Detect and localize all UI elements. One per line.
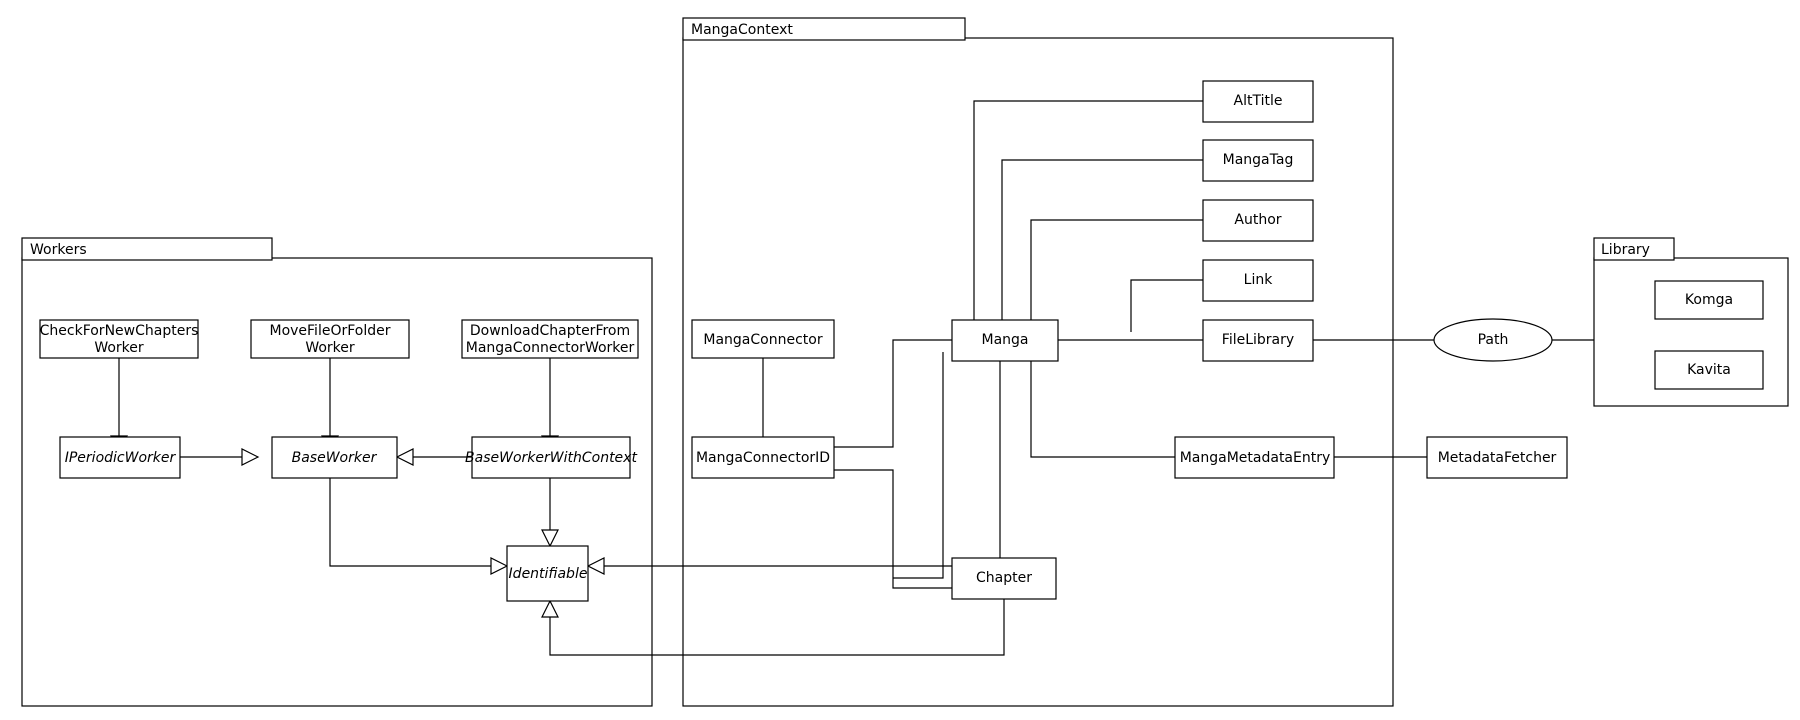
class-box[interactable] [271,436,398,479]
class-label-line1: Kavita [1687,362,1731,378]
edge-mangaconnectorid-to-manga [833,339,952,448]
class-box[interactable] [691,319,835,359]
class-label-line1: MoveFileOrFolder [269,323,390,339]
edge-layer: <"> [118,100,1594,656]
class-label-line1: BaseWorker [292,450,378,466]
class-label-line1: MangaTag [1223,152,1294,168]
edge-manga-to-mangametadataentry [1030,332,1175,458]
package-workers-tab [21,237,273,261]
class-alttitle[interactable]: AltTitle [1202,80,1314,123]
class-box[interactable] [1202,139,1314,182]
class-mangaconnectorid[interactable]: MangaConnectorID [691,436,835,479]
package-library-body [1593,257,1789,407]
class-box[interactable] [1202,259,1314,302]
package-library: Library [1593,237,1789,407]
package-mangacontext-tab [682,17,966,41]
class-identifiable[interactable]: Identifiable [506,545,589,602]
class-kavita[interactable]: Kavita [1654,350,1764,390]
class-baseworkerwithcontext[interactable]: BaseWorkerWithContext [465,436,637,479]
class-metadatafetcher[interactable]: MetadataFetcher [1426,436,1568,479]
class-author[interactable]: Author [1202,199,1314,242]
class-box[interactable] [1202,319,1314,362]
class-box[interactable] [951,557,1057,600]
arrowhead-identifiable-left [490,557,509,575]
class-box[interactable] [1654,350,1764,390]
class-box[interactable] [1202,199,1314,242]
class-label-line1: AltTitle [1234,93,1283,109]
class-label-line2: Worker [305,340,355,356]
edge-baseworker-to-identifiable [329,478,491,567]
class-check-for-new-chapters-worker[interactable]: CheckForNewChapters Worker [39,319,199,359]
edge-mangaconnectorid-to-chapter [833,469,952,589]
class-box[interactable] [59,436,181,479]
path-label: Path [1478,332,1509,348]
class-link[interactable]: Link [1202,259,1314,302]
class-label-line1: MangaConnector [703,332,822,348]
class-label-line1: MangaMetadataEntry [1180,450,1331,466]
class-label-line1: Identifiable [509,566,588,582]
class-label-line1: MangaConnectorID [696,450,830,466]
class-label-line1: BaseWorkerWithContext [465,450,637,466]
class-box[interactable] [250,319,410,359]
edge-chapter-to-identifiable-bottom [549,590,1005,656]
class-box[interactable] [951,319,1059,362]
arrowhead-identifiable-right [586,557,605,575]
path-ellipse[interactable] [1433,318,1553,362]
class-box[interactable] [1654,280,1764,320]
class-label-line1: FileLibrary [1222,332,1294,348]
edge-manga-to-chapter-jog [893,352,944,579]
class-box[interactable] [1202,80,1314,123]
class-box[interactable] [471,436,631,479]
package-workers: Workers [21,237,653,707]
arrowhead-baseworker-left [241,448,260,466]
class-label-line1: Link [1244,272,1274,288]
package-mangacontext: MangaContext [682,17,1394,707]
edge-manga-to-mangatag [1001,159,1203,332]
node-path[interactable]: Path [1433,318,1553,362]
class-label-line1: IPeriodicWorker [65,450,177,466]
class-baseworker[interactable]: BaseWorker [271,436,398,479]
package-mangacontext-body [682,37,1394,707]
package-library-tab [1593,237,1675,261]
class-iperiodicworker[interactable]: IPeriodicWorker [59,436,181,479]
class-box[interactable] [1174,436,1335,479]
class-manga[interactable]: Manga [951,319,1059,362]
package-workers-body [21,257,653,707]
class-move-file-or-folder-worker[interactable]: MoveFileOrFolder Worker [250,319,410,359]
arrowhead-baseworker-right [395,448,414,466]
class-label-line2: MangaConnectorWorker [466,340,635,356]
class-label-line1: Author [1234,212,1281,228]
class-box[interactable] [691,436,835,479]
class-label-line1: Manga [982,332,1029,348]
class-mangametadataentry[interactable]: MangaMetadataEntry [1174,436,1335,479]
class-mangatag[interactable]: MangaTag [1202,139,1314,182]
class-box[interactable] [39,319,199,359]
class-box[interactable] [506,545,589,602]
class-label-line1: CheckForNewChapters [40,323,199,339]
class-label-line1: Chapter [976,570,1032,586]
class-download-chapter-from-manga-connector-worker[interactable]: DownloadChapterFrom MangaConnectorWorker [461,319,639,359]
class-label-line1: MetadataFetcher [1438,450,1557,466]
package-mangacontext-label: MangaContext [691,22,793,38]
class-label-line1: DownloadChapterFrom [470,323,630,339]
class-box[interactable] [461,319,639,359]
package-workers-label: Workers [30,242,87,258]
class-label-line1: Komga [1685,292,1733,308]
class-chapter[interactable]: Chapter [951,557,1057,600]
arrowhead-identifiable-bottom [541,599,559,618]
edge-manga-to-author [1030,219,1203,332]
edge-manga-to-link [1130,279,1203,332]
class-komga[interactable]: Komga [1654,280,1764,320]
arrowhead-identifiable-top [541,529,559,548]
class-label-line2: Worker [94,340,144,356]
package-library-label: Library [1601,242,1650,258]
class-box[interactable] [1426,436,1568,479]
class-filelibrary[interactable]: FileLibrary [1202,319,1314,362]
class-mangaconnector[interactable]: MangaConnector [691,319,835,359]
edge-manga-to-alttitle [973,100,1203,332]
